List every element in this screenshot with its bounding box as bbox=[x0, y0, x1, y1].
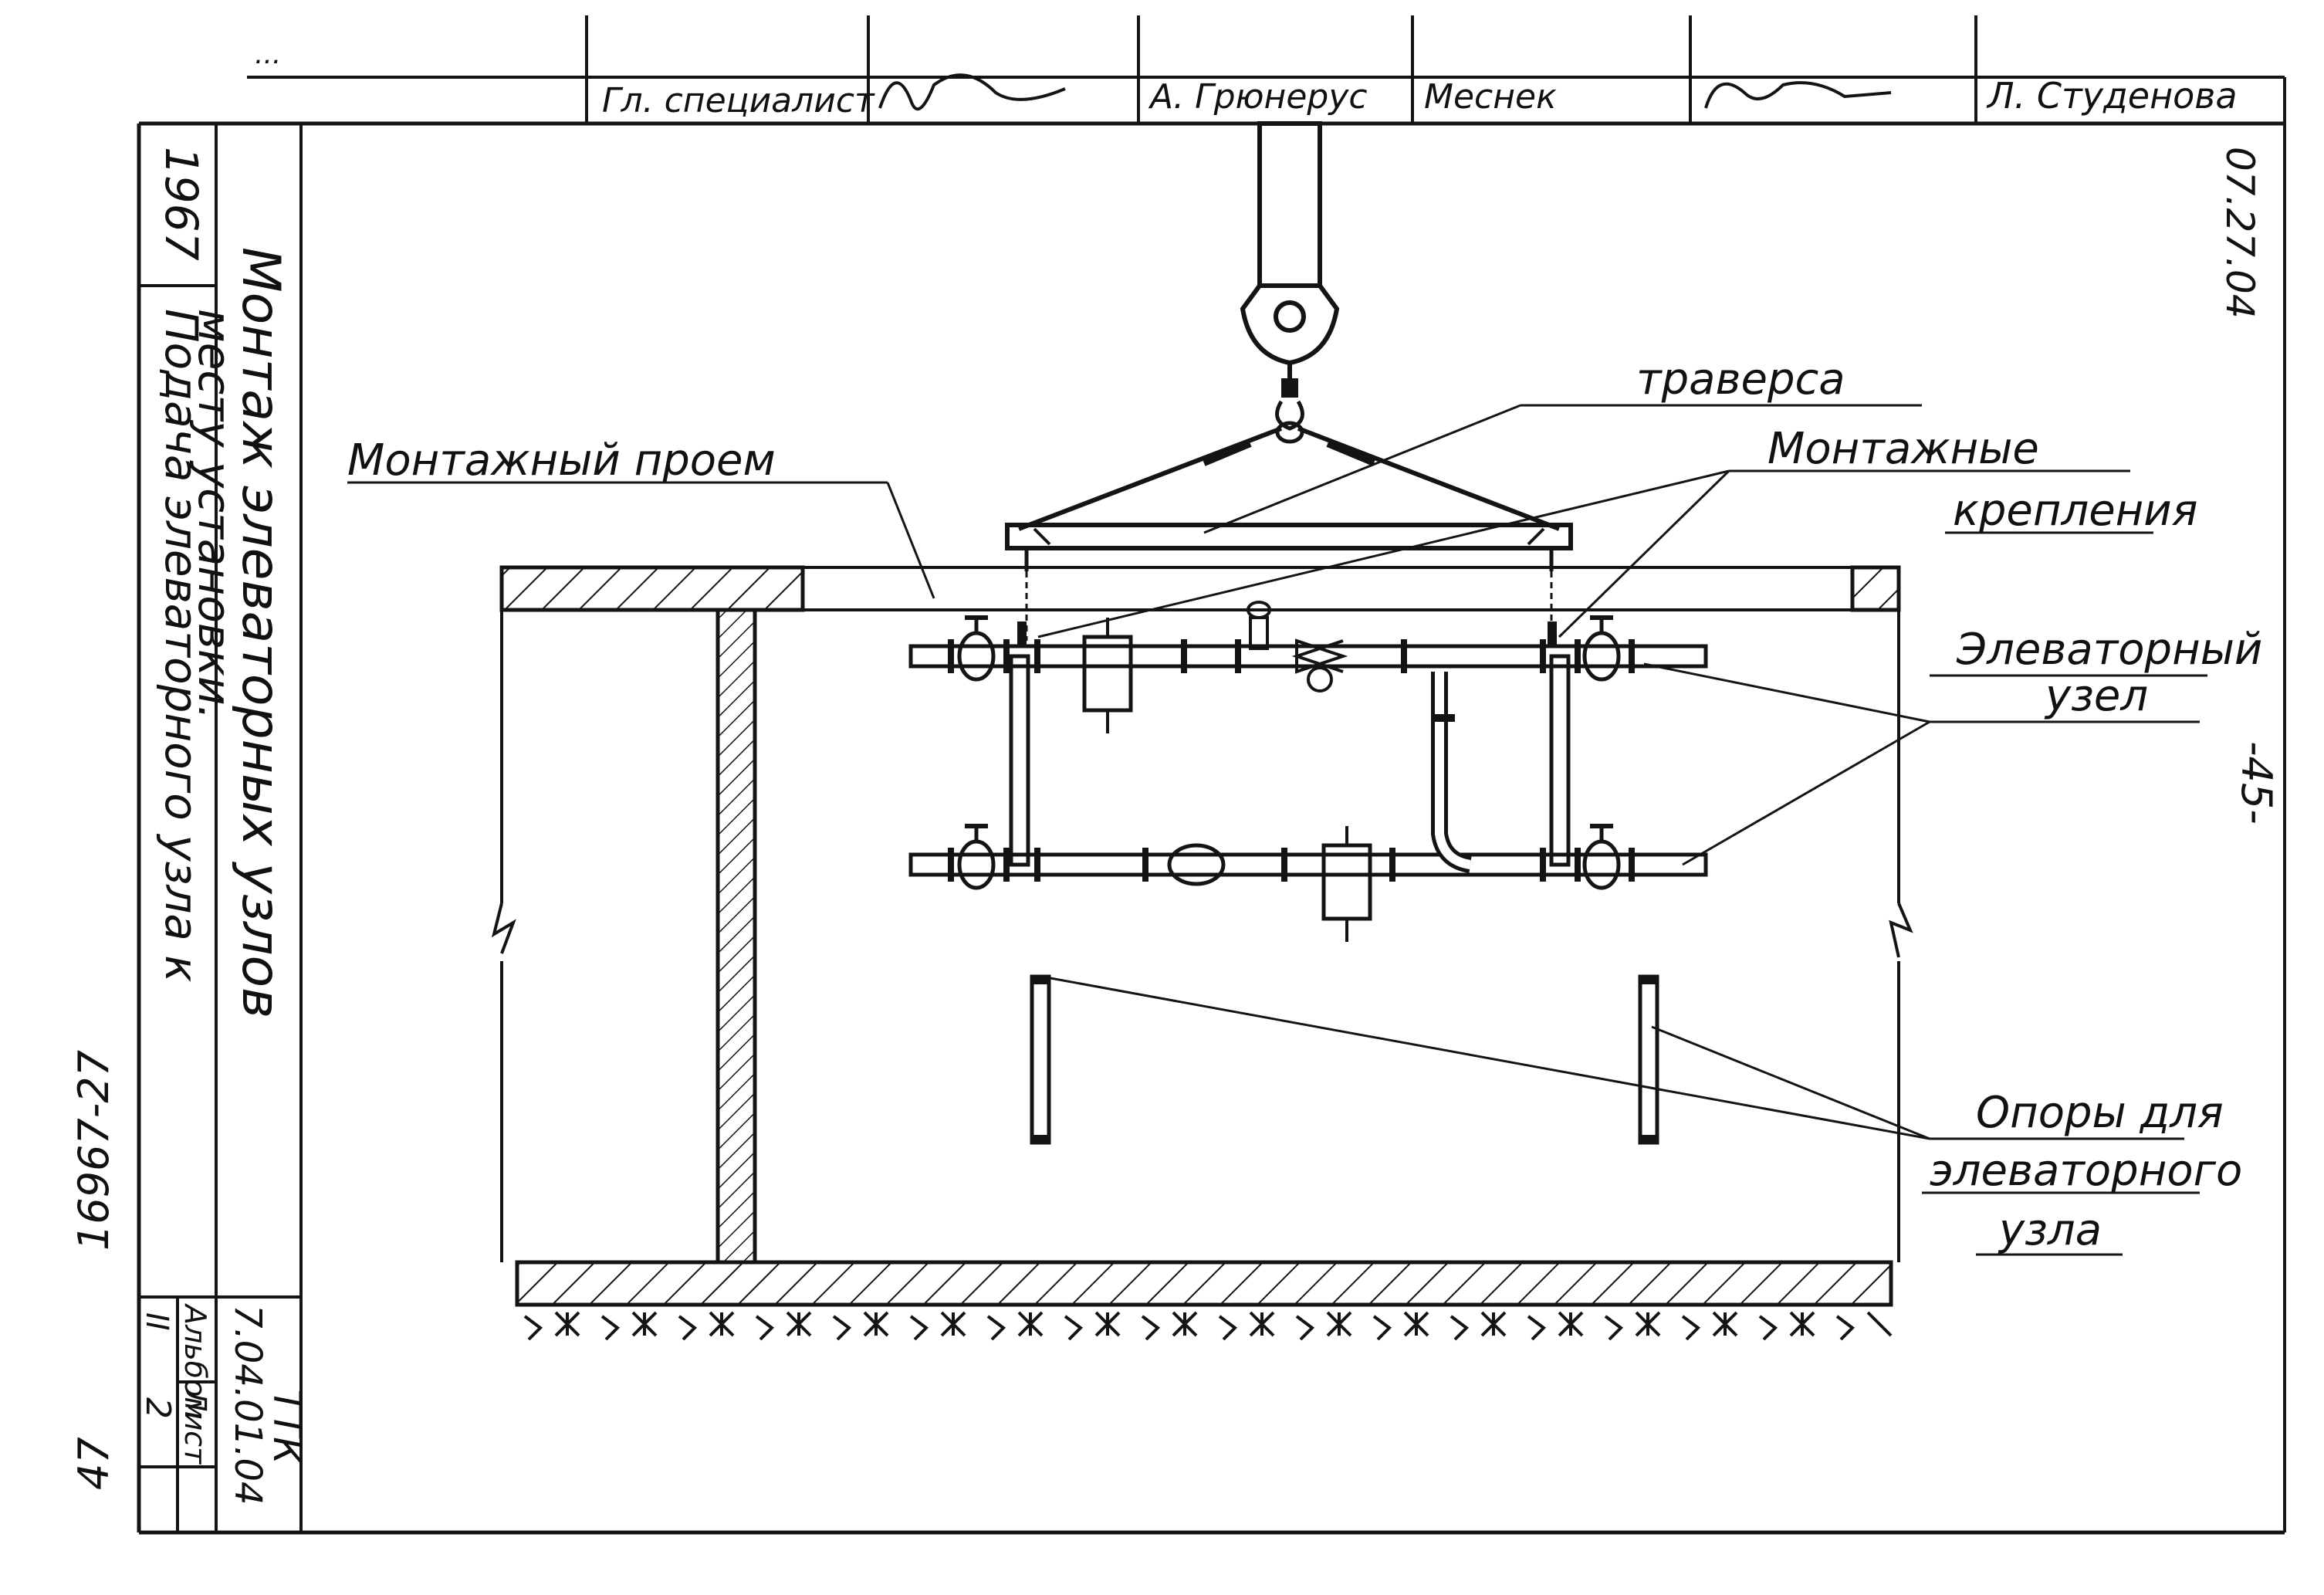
ttk-label: ТТК bbox=[265, 1390, 310, 1466]
label-elevator-node-1: Элеваторный bbox=[1956, 625, 2262, 675]
label-montage-opening: Монтажный проем bbox=[347, 435, 776, 486]
column bbox=[715, 608, 757, 1265]
signature-2 bbox=[1704, 81, 1892, 109]
signature-1 bbox=[878, 73, 1066, 111]
year: 1967 bbox=[155, 147, 208, 261]
crane-hook bbox=[1240, 121, 1340, 444]
wall-left bbox=[491, 610, 1913, 1262]
name-2: Меснек bbox=[1424, 77, 1557, 117]
label-supports-1: Опоры для bbox=[1976, 1088, 2224, 1138]
title-main: Монтаж элеваторных узлов bbox=[230, 247, 291, 1018]
archive-page: 47 bbox=[69, 1437, 118, 1490]
elevator-node bbox=[908, 601, 1708, 942]
annotation-labels: Монтажный проем траверса Монтажные крепл… bbox=[347, 354, 2262, 1255]
sheet-value: 2 bbox=[138, 1397, 178, 1419]
role-label: Гл. специалист bbox=[602, 81, 875, 120]
top-row-partial: ... bbox=[255, 39, 281, 70]
label-traverse: траверса bbox=[1636, 354, 1845, 405]
label-supports-3: узла bbox=[1998, 1205, 2102, 1255]
doc-code-top: 07.27.04 bbox=[2217, 147, 2262, 319]
album-label: Альбом bbox=[178, 1302, 212, 1419]
page-number: -45- bbox=[2232, 741, 2281, 825]
ceiling-slab bbox=[499, 565, 1901, 612]
leader-lines bbox=[886, 404, 2207, 1256]
name-3: Л. Студенова bbox=[1986, 75, 2238, 117]
ttk-code: 7.04.01.04 bbox=[226, 1305, 269, 1505]
sheet-label: Лист bbox=[178, 1388, 212, 1465]
label-supports-2: элеваторного bbox=[1930, 1146, 2242, 1196]
side-title-block: 1967 Монтаж элеваторных узлов Подача эле… bbox=[69, 124, 310, 1532]
subtitle-line1: Подача элеваторного узла к bbox=[155, 309, 208, 982]
label-montage-fasteners-1: Монтажные bbox=[1768, 424, 2039, 474]
subtitle-line2: месту установки. bbox=[188, 309, 241, 720]
sheet-frame bbox=[137, 77, 2286, 1535]
elevator-supports bbox=[1030, 974, 1659, 1145]
slings bbox=[1017, 426, 1561, 531]
label-elevator-node-2: узел bbox=[2044, 671, 2148, 721]
archive-number: 16967-27 bbox=[69, 1050, 118, 1251]
name-1: А. Грюнерус bbox=[1148, 77, 1368, 117]
label-montage-fasteners-2: крепления bbox=[1953, 486, 2197, 536]
album-value: II bbox=[139, 1312, 174, 1331]
floor-slab bbox=[515, 1260, 1893, 1307]
top-title-block: ... Гл. специалист А. Грюнерус Меснек Л.… bbox=[247, 15, 2285, 825]
ground-hatch bbox=[523, 1311, 1893, 1341]
